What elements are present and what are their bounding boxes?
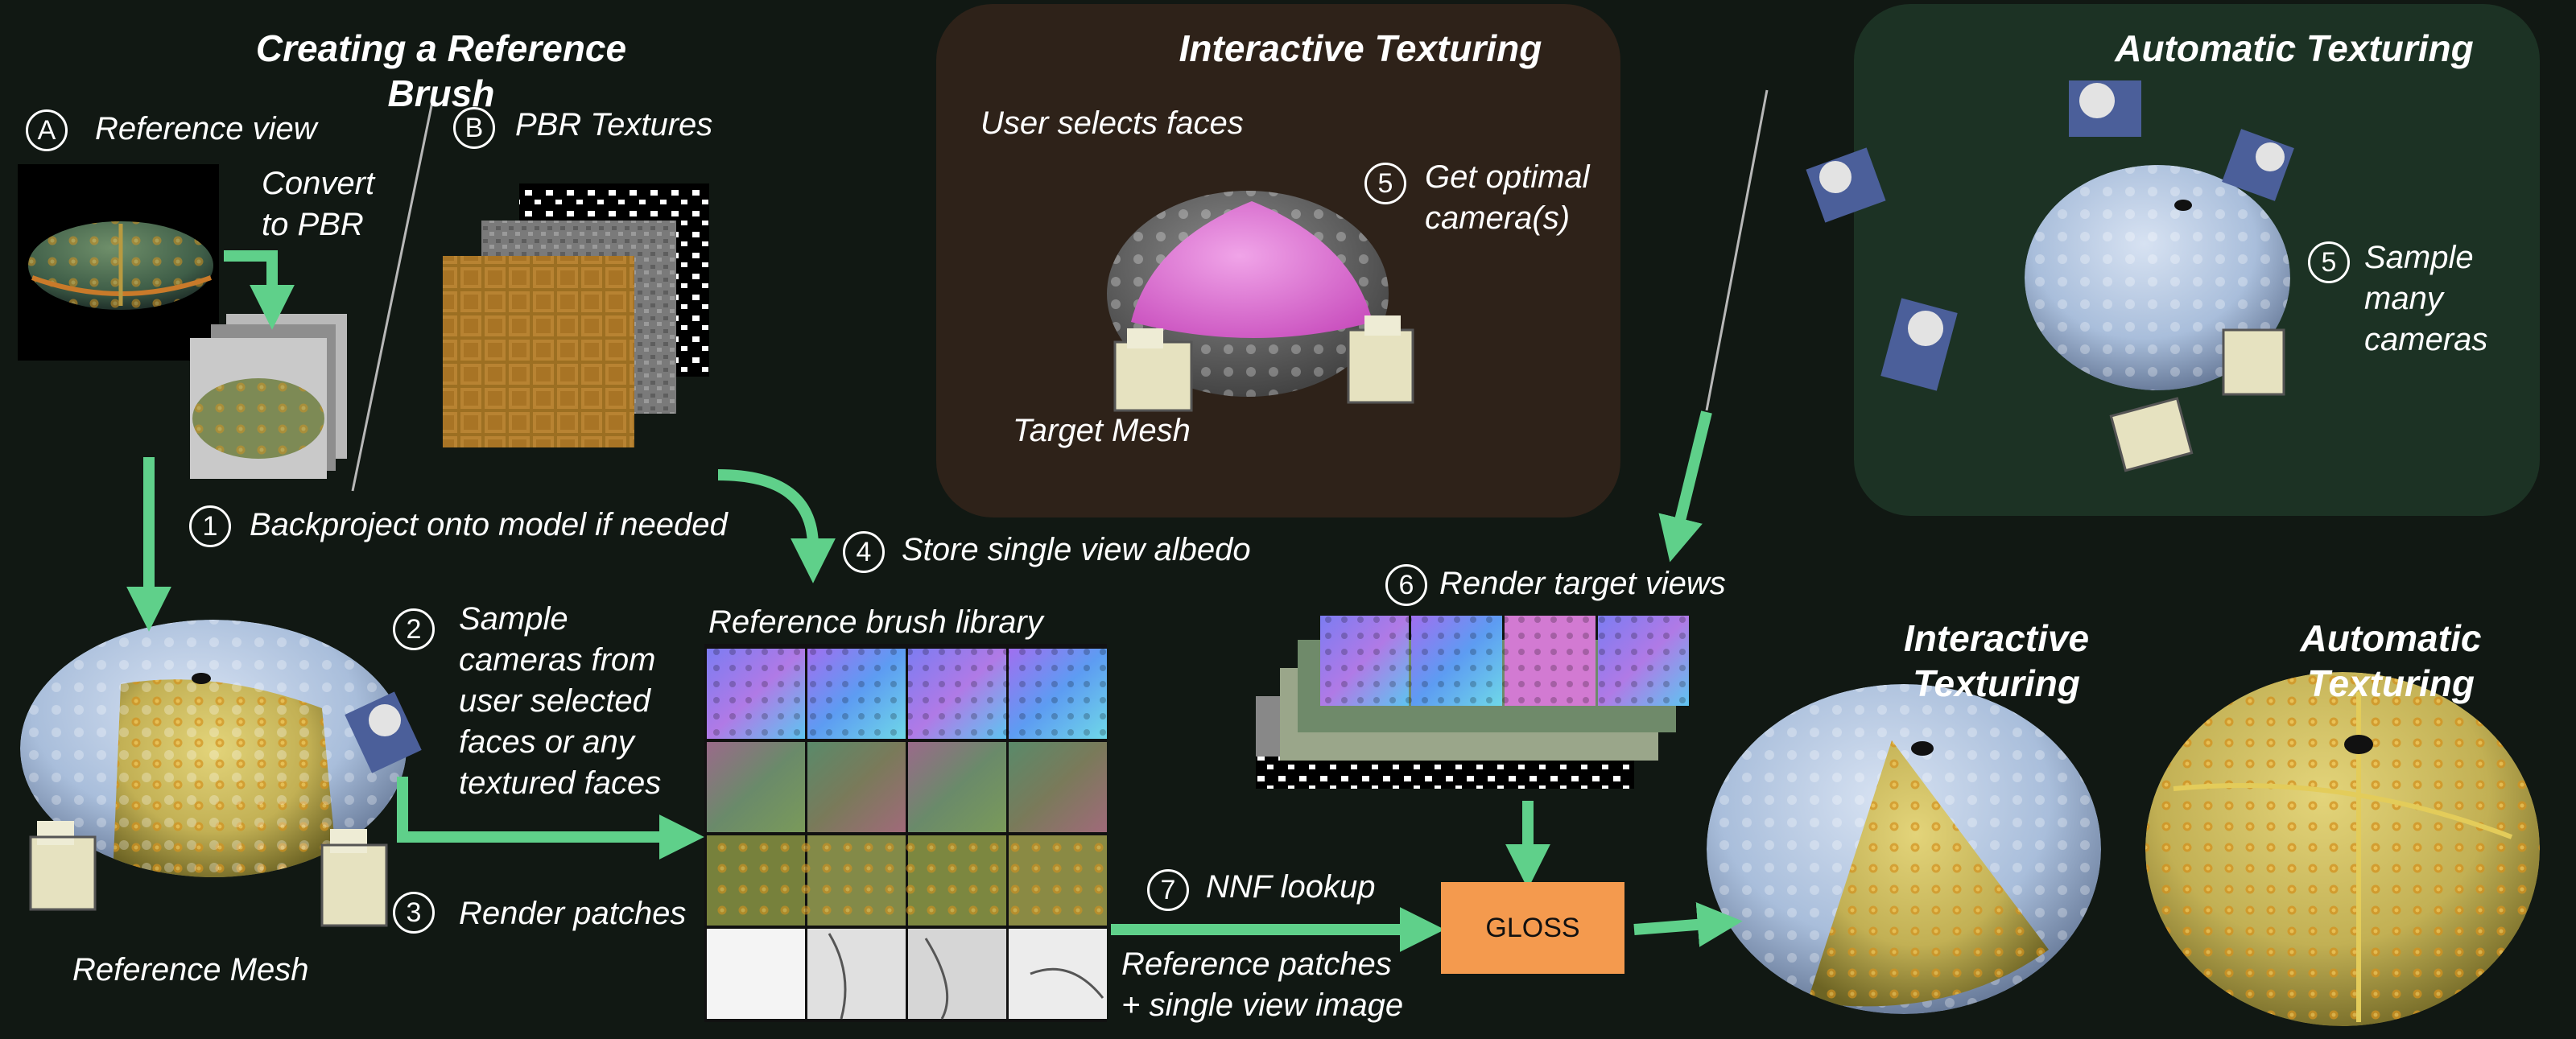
camera-auto-4 [1880, 298, 1958, 391]
convert-pbr-label: Convert to PBR [262, 166, 375, 242]
step3-text: Render patches [459, 896, 687, 931]
step5-interactive-text: Get optimal camera(s) [1425, 159, 1590, 236]
pbr-textures-label: PBR Textures [515, 107, 713, 142]
section-divider [351, 89, 436, 492]
camera-auto-2 [2069, 80, 2141, 137]
camera-ref-2 [320, 829, 388, 927]
converted-pbr-stack [190, 314, 347, 479]
step7-number: 7 [1147, 869, 1189, 911]
render-target-views [1256, 616, 1689, 789]
target-mesh-label: Target Mesh [1013, 413, 1191, 448]
header-interactive: Interactive Texturing [1179, 27, 1542, 69]
connector-line-auto [1705, 89, 1769, 411]
user-selects-faces-label: User selects faces [980, 105, 1244, 141]
marker-b: B [453, 107, 495, 149]
step6-number: 6 [1385, 564, 1427, 606]
step6-text: Render target views [1439, 566, 1726, 601]
marker-a: A [26, 109, 68, 151]
step1-text: Backproject onto model if needed [250, 507, 728, 542]
reference-mesh-label: Reference Mesh [72, 952, 309, 987]
result-automatic-mesh [2145, 672, 2540, 1026]
result-label-automatic: Automatic Texturing [2300, 617, 2482, 704]
step4-number: 4 [843, 531, 885, 573]
camera-ref-3 [345, 691, 422, 773]
reference-brush-library-label: Reference brush library [708, 604, 1043, 640]
nnf-caption: Reference patches + single view image [1121, 946, 1404, 1023]
camera-ref-1 [29, 821, 97, 911]
step2-number: 2 [393, 608, 435, 650]
camera-auto-6 [2109, 397, 2194, 472]
step5-automatic-number: 5 [2308, 241, 2350, 283]
step5-automatic-text: Sample many cameras [2364, 240, 2488, 357]
reference-brush-library-grid [704, 644, 1107, 1022]
camera-int-2 [1347, 315, 1414, 404]
step7-text: NNF lookup [1206, 869, 1376, 905]
reference-mesh [20, 620, 407, 877]
step3-number: 3 [393, 892, 435, 934]
gloss-box: GLOSS [1441, 882, 1624, 974]
pbr-textures-stack [443, 183, 709, 447]
result-label-interactive: Interactive Texturing [1903, 617, 2090, 704]
camera-int-1 [1113, 328, 1193, 412]
camera-auto-1 [1806, 147, 1886, 223]
step4-text: Store single view albedo [902, 532, 1251, 567]
flow-arrows [126, 250, 1743, 952]
reference-view-label: Reference view [95, 111, 317, 146]
step5-interactive-number: 5 [1364, 163, 1406, 204]
camera-auto-5 [2222, 328, 2285, 396]
reference-view-image [18, 164, 219, 361]
step2-text: Sample cameras from user selected faces … [459, 601, 662, 801]
header-automatic: Automatic Texturing [2115, 27, 2474, 69]
camera-auto-3 [2222, 129, 2294, 201]
header-reference-brush: Creating a Reference Brush [255, 27, 627, 114]
result-interactive-mesh [1707, 684, 2101, 1014]
step1-number: 1 [189, 505, 231, 547]
